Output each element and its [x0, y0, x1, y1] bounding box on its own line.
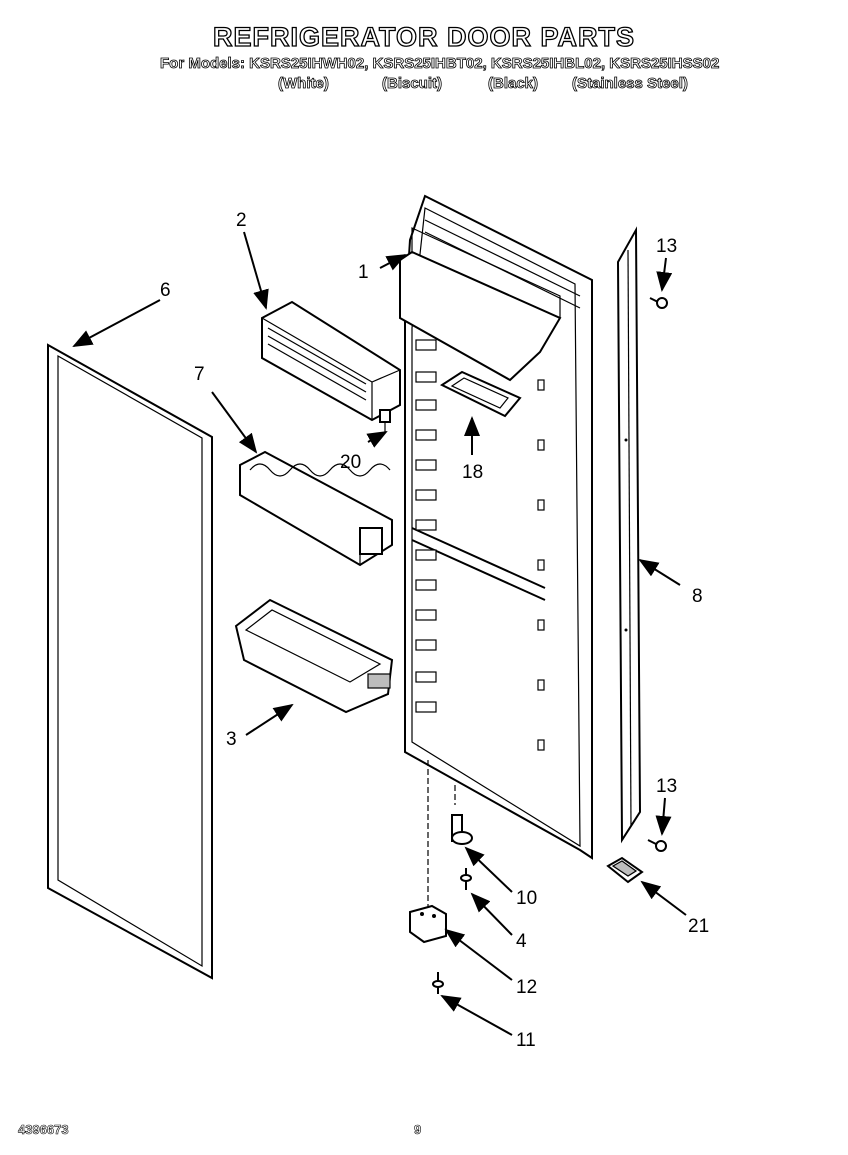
models-line: For Models: KSRS25IHWH02, KSRS25IHBT02, …: [160, 55, 720, 73]
hinge-pin: [451, 814, 473, 845]
dairy-compartment: [261, 300, 401, 422]
hinge-center-line: [427, 760, 456, 910]
callout-2: 2: [236, 210, 247, 231]
page-number: 9: [414, 1122, 422, 1138]
door-liner: [399, 194, 593, 860]
callout-11: 11: [516, 1030, 536, 1051]
document-number: 4396673: [18, 1122, 69, 1138]
callout-20: 20: [340, 452, 361, 473]
callout-6: 6: [160, 280, 171, 301]
hinge-bracket: [409, 904, 447, 944]
color-white: (White): [278, 75, 330, 93]
callout-12: 12: [516, 977, 537, 998]
callout-3: 3: [226, 729, 237, 750]
callout-18: 18: [462, 462, 483, 483]
callout-13-bottom: 13: [656, 776, 677, 797]
leader-arrows: [72, 231, 687, 1036]
color-black: (Black): [488, 75, 539, 93]
callout-1: 1: [358, 262, 369, 283]
callout-13-top: 13: [656, 236, 677, 257]
small-tray: [439, 370, 522, 418]
hinge-screw: [460, 868, 472, 890]
callout-21: 21: [688, 916, 709, 937]
liner-shelf-tabs: [415, 339, 545, 751]
utility-bin: [239, 450, 393, 567]
callout-8: 8: [692, 586, 703, 607]
dairy-door-spring: [379, 409, 391, 432]
color-biscuit: (Biscuit): [382, 75, 443, 93]
hinge-bracket-screw: [432, 972, 444, 994]
callout-7: 7: [194, 364, 205, 385]
diagram-title: REFRIGERATOR DOOR PARTS: [212, 21, 635, 52]
door-bin: [234, 598, 394, 714]
door-gasket: [47, 343, 213, 980]
color-stainless-steel: (Stainless Steel): [572, 75, 689, 93]
door-stop: [606, 856, 644, 884]
trim-screw-bottom: [647, 839, 667, 852]
callout-10: 10: [516, 888, 537, 909]
trim-screw-top: [649, 297, 668, 309]
door-trim-strip: [616, 226, 642, 844]
callout-4: 4: [516, 931, 527, 952]
